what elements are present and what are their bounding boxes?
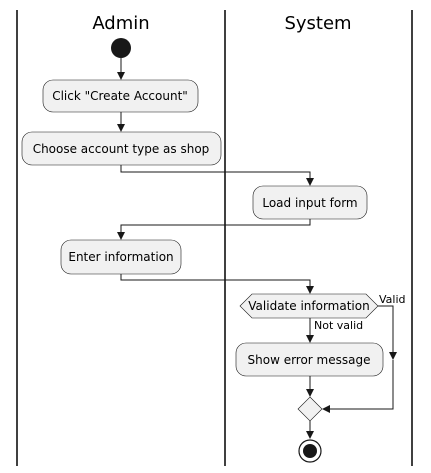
arrowhead	[306, 335, 314, 343]
arrowhead	[306, 178, 314, 186]
merge-node	[297, 396, 323, 422]
action-click-create-account: Click "Create Account"	[42, 79, 199, 113]
branch-label-valid: Valid	[379, 293, 406, 306]
edge-enter-to-validate	[120, 274, 311, 288]
arrowhead	[322, 405, 330, 413]
edge-choose-to-load	[120, 165, 311, 180]
action-load-input-form: Load input form	[252, 185, 368, 220]
edge-valid-to-merge	[328, 360, 394, 410]
end-node-inner	[303, 444, 317, 458]
action-label: Load input form	[262, 196, 357, 210]
edge-load-to-enter	[120, 219, 311, 234]
arrowhead	[306, 286, 314, 294]
action-choose-account-type: Choose account type as shop	[21, 131, 222, 166]
arrowhead	[389, 352, 397, 360]
action-label: Enter information	[68, 250, 173, 264]
lane-title-system: System	[284, 13, 351, 34]
action-show-error-message: Show error message	[235, 342, 384, 377]
decision-label: Validate information	[248, 299, 369, 313]
action-enter-information: Enter information	[60, 239, 182, 275]
start-node	[111, 38, 131, 58]
arrowhead	[117, 232, 125, 240]
arrowhead	[306, 431, 314, 439]
arrowhead	[117, 72, 125, 80]
arrowhead	[117, 124, 125, 132]
lane-title-admin: Admin	[92, 13, 149, 34]
decision-validate-information: Validate information	[239, 293, 379, 319]
action-label: Click "Create Account"	[52, 89, 188, 103]
edge-valid-branch	[378, 305, 394, 354]
action-label: Show error message	[248, 353, 371, 367]
branch-label-not-valid: Not valid	[314, 319, 363, 332]
arrowhead	[306, 389, 314, 397]
end-node-outer	[298, 439, 322, 463]
action-label: Choose account type as shop	[33, 142, 210, 156]
